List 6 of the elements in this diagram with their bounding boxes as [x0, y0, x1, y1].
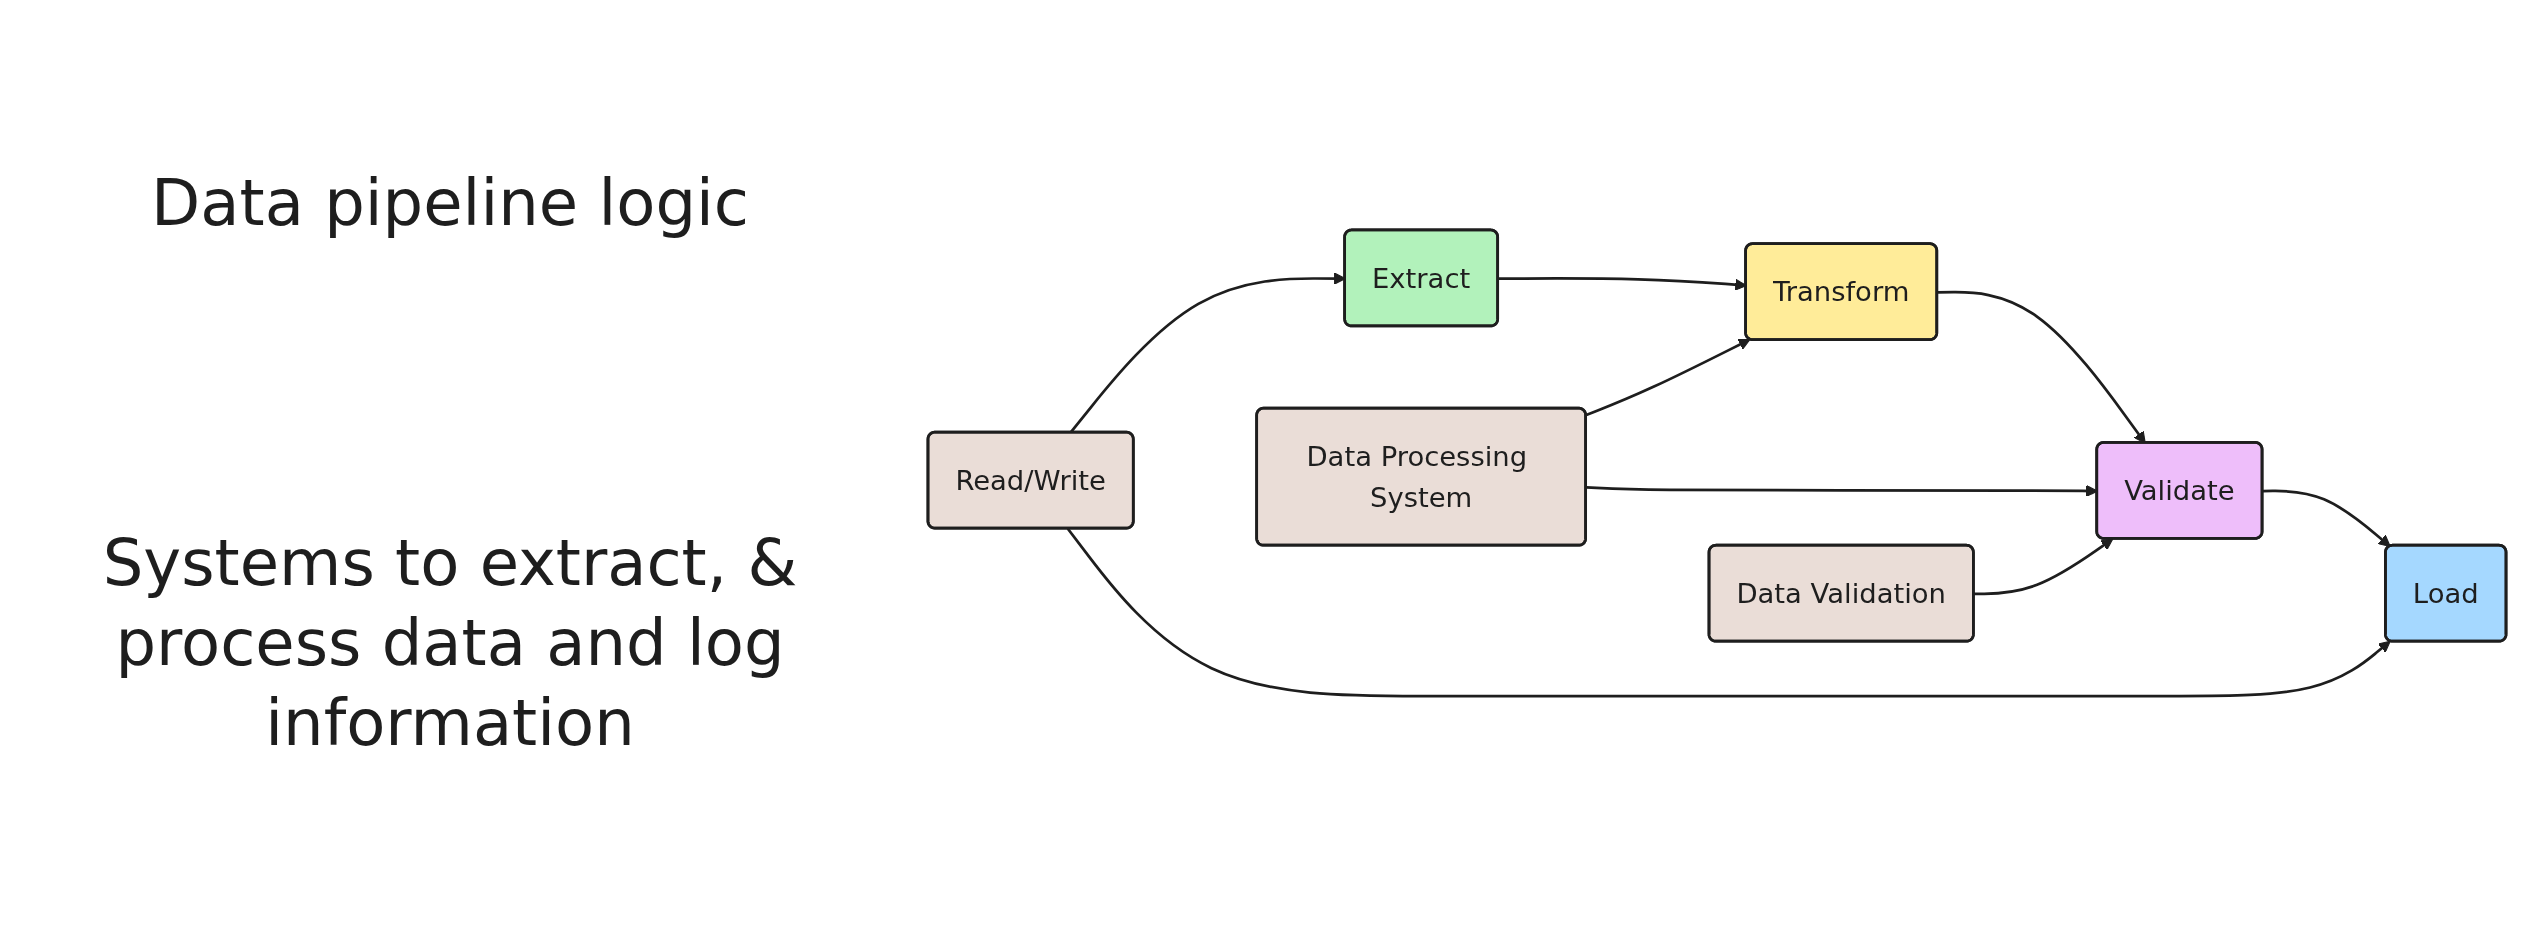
arrow — [2262, 489, 2391, 547]
arrow — [1066, 527, 2391, 697]
heading-text: Systems to extract, & process data and log information — [101, 524, 799, 762]
heading-text: Data pipeline logic — [151, 164, 749, 242]
arrow — [1974, 538, 2114, 595]
arrow — [1585, 338, 1751, 416]
